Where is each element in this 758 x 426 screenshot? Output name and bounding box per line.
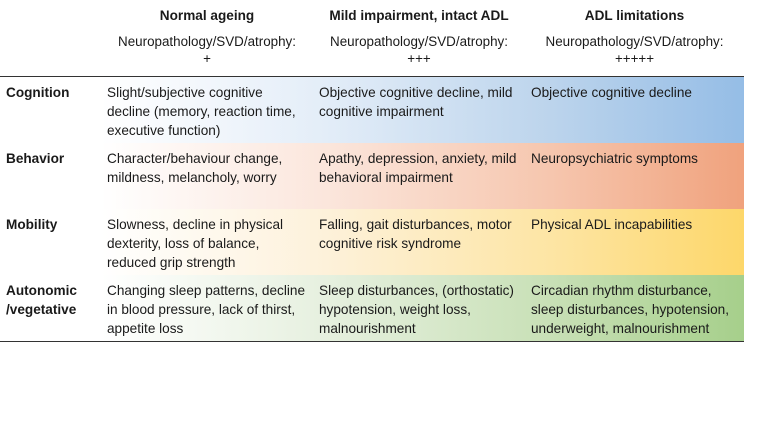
column-title: ADL limitations [584,8,685,23]
row-gradient: Slowness, decline in physical dexterity,… [101,209,744,275]
row-label: Cognition [6,85,70,100]
table-cell: Slight/subjective cognitive decline (mem… [107,85,296,138]
table-cell: Objective cognitive decline, mild cognit… [319,85,513,119]
neuro-label: Neuropathology/SVD/atrophy: [118,34,296,49]
table-row-behavior: Behavior Character/behaviour change, mil… [0,143,744,209]
column-title: Normal ageing [159,8,255,23]
table-cell: Objective cognitive decline [531,85,692,100]
table-bottom-rule [0,341,744,342]
header-mild-impairment: Mild impairment, intact ADL Neuropatholo… [313,0,525,76]
column-title: Mild impairment, intact ADL [329,8,509,23]
header-corner-empty [0,0,101,76]
table-cell: Character/behaviour change, mildness, me… [107,151,283,185]
row-label: Autonomic /vegetative [6,283,77,317]
neuro-level: +++++ [614,51,655,66]
row-gradient: Changing sleep patterns, decline in bloo… [101,275,744,341]
table-cell: Slowness, decline in physical dexterity,… [107,217,284,270]
neuro-label: Neuropathology/SVD/atrophy: [330,34,508,49]
neuro-label: Neuropathology/SVD/atrophy: [545,34,724,49]
table-row-autonomic: Autonomic /vegetative Changing sleep pat… [0,275,744,341]
table-header-row: Normal ageing Neuropathology/SVD/atrophy… [0,0,744,76]
row-gradient: Slight/subjective cognitive decline (mem… [101,77,744,143]
neuro-level: +++ [407,51,431,66]
table-top-rule [0,76,744,77]
neuro-level: + [203,51,211,66]
table-cell: Falling, gait disturbances, motor cognit… [319,217,512,251]
header-normal-ageing: Normal ageing Neuropathology/SVD/atrophy… [101,0,313,76]
row-label: Behavior [6,151,65,166]
header-adl-limitations: ADL limitations Neuropathology/SVD/atrop… [525,0,744,76]
table-cell: Circadian rhythm disturbance, sleep dist… [531,283,729,336]
table-cell: Neuropsychiatric symptoms [531,151,698,166]
table-cell: Physical ADL incapabilities [531,217,693,232]
row-gradient: Character/behaviour change, mildness, me… [101,143,744,209]
stage-comparison-table: Normal ageing Neuropathology/SVD/atrophy… [0,0,744,342]
table-cell: Sleep disturbances, (orthostatic) hypote… [319,283,514,336]
row-label: Mobility [6,217,58,232]
table-row-mobility: Mobility Slowness, decline in physical d… [0,209,744,275]
table-cell: Apathy, depression, anxiety, mild behavi… [319,151,517,185]
table-cell: Changing sleep patterns, decline in bloo… [107,283,305,336]
table-row-cognition: Cognition Slight/subjective cognitive de… [0,77,744,143]
